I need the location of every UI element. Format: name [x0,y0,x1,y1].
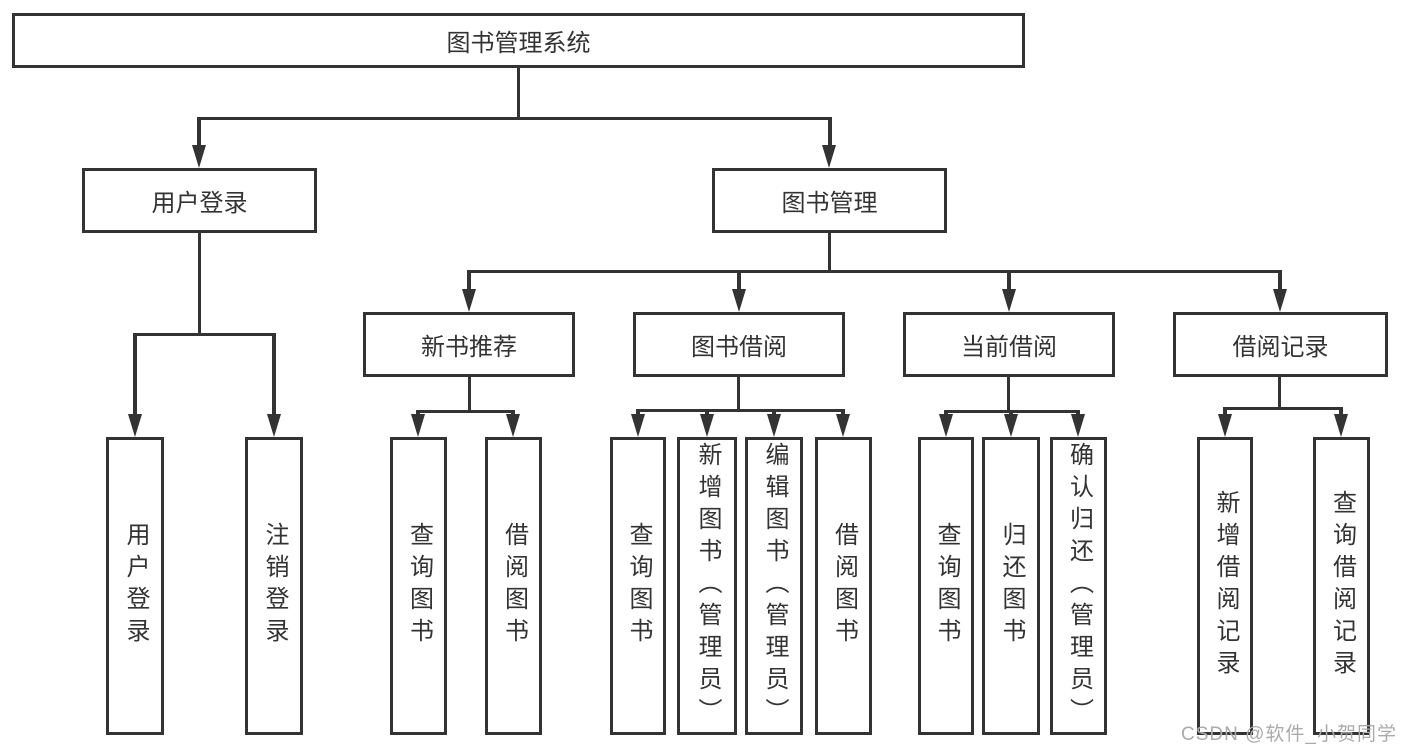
node-user-login: 用户登录 [82,168,317,233]
connector-line [1223,407,1343,410]
arrow-down-icon [462,289,476,312]
connector-line [198,233,201,333]
leaf-borrow-book-recommend-label: 借阅图书 [500,522,528,650]
arrow-down-icon [506,414,520,437]
connector-line [828,117,832,150]
node-user-login-label: 用户登录 [151,190,248,217]
connector-line [1278,377,1281,407]
node-new-book-recommend-label: 新书推荐 [421,334,517,361]
connector-line [636,409,845,412]
connector-line [198,117,832,120]
arrow-down-icon [1071,414,1085,437]
connector-line [1223,407,1227,420]
leaf-return-book: 归还图书 [982,437,1040,735]
leaf-query-book-current: 查询图书 [918,437,974,735]
arrow-down-icon [1273,289,1287,312]
connector-line [133,333,137,417]
arrow-down-icon [732,289,746,312]
node-borrow-records: 借阅记录 [1173,312,1388,377]
leaf-borrow-book-recommend: 借阅图书 [485,437,542,735]
leaf-return-book-label: 归还图书 [998,522,1025,650]
arrow-down-icon [1334,414,1348,437]
arrow-down-icon [128,414,142,437]
connector-line [1007,377,1010,410]
connector-line [468,270,1282,273]
node-book-management-label: 图书管理 [781,190,878,217]
node-new-book-recommend: 新书推荐 [363,312,575,377]
arrow-down-icon [822,145,836,168]
node-current-borrowing-label: 当前借阅 [961,334,1057,361]
leaf-add-borrow-record: 新增借阅记录 [1197,437,1253,735]
arrow-down-icon [631,414,645,437]
leaf-borrow-book: 借阅图书 [815,437,872,735]
connector-line [467,270,471,292]
node-borrow-records-label: 借阅记录 [1232,334,1329,361]
node-root: 图书管理系统 [12,13,1025,68]
leaf-query-book-current-label: 查询图书 [933,522,960,650]
arrow-down-icon [1004,414,1018,437]
leaf-query-book-borrowing: 查询图书 [610,437,666,735]
connector-line [272,333,276,417]
leaf-confirm-return-admin: 确认归还（管理员） [1050,437,1107,735]
connector-line [517,68,520,117]
connector-line [828,233,831,270]
arrow-down-icon [836,414,850,437]
arrow-down-icon [1218,414,1232,437]
leaf-query-book-recommend-label: 查询图书 [405,522,433,650]
arrow-down-icon [267,414,281,437]
connector-line [133,333,275,336]
node-book-borrowing-label: 图书借阅 [691,334,787,361]
connector-line [197,117,201,150]
arrow-down-icon [700,414,714,437]
csdn-watermark: CSDN @软件_小贺同学 [1181,724,1397,745]
node-current-borrowing: 当前借阅 [903,312,1115,377]
leaf-query-book-recommend: 查询图书 [390,437,447,735]
leaf-add-book-admin: 新增图书（管理员） [677,437,737,735]
node-book-borrowing: 图书借阅 [633,312,845,377]
leaf-user-login-label: 用户登录 [122,522,149,650]
arrow-down-icon [411,414,425,437]
leaf-query-book-borrowing-label: 查询图书 [625,522,652,650]
connector-line [468,377,471,410]
leaf-edit-book-admin-label: 编辑图书（管理员） [761,442,788,730]
arrow-down-icon [1002,289,1016,312]
leaf-logout: 注销登录 [245,437,303,735]
leaf-edit-book-admin: 编辑图书（管理员） [745,437,803,735]
node-book-management: 图书管理 [712,168,947,233]
connector-line [737,377,740,409]
arrow-down-icon [767,414,781,437]
leaf-add-book-admin-label: 新增图书（管理员） [694,442,721,730]
arrow-down-icon [939,414,953,437]
connector-line [1007,270,1011,292]
connector-line [1339,407,1343,420]
node-root-label: 图书管理系统 [446,30,591,57]
leaf-borrow-book-label: 借阅图书 [830,522,858,650]
leaf-query-borrow-record: 查询借阅记录 [1313,437,1370,735]
leaf-query-borrow-record-label: 查询借阅记录 [1328,490,1356,682]
leaf-confirm-return-admin-label: 确认归还（管理员） [1065,442,1093,730]
arrow-down-icon [192,145,206,168]
connector-line [417,410,515,413]
leaf-add-borrow-record-label: 新增借阅记录 [1212,490,1239,682]
connector-line [1278,270,1282,292]
connector-line [737,270,741,292]
leaf-user-login: 用户登录 [106,437,164,735]
leaf-logout-label: 注销登录 [261,522,288,650]
